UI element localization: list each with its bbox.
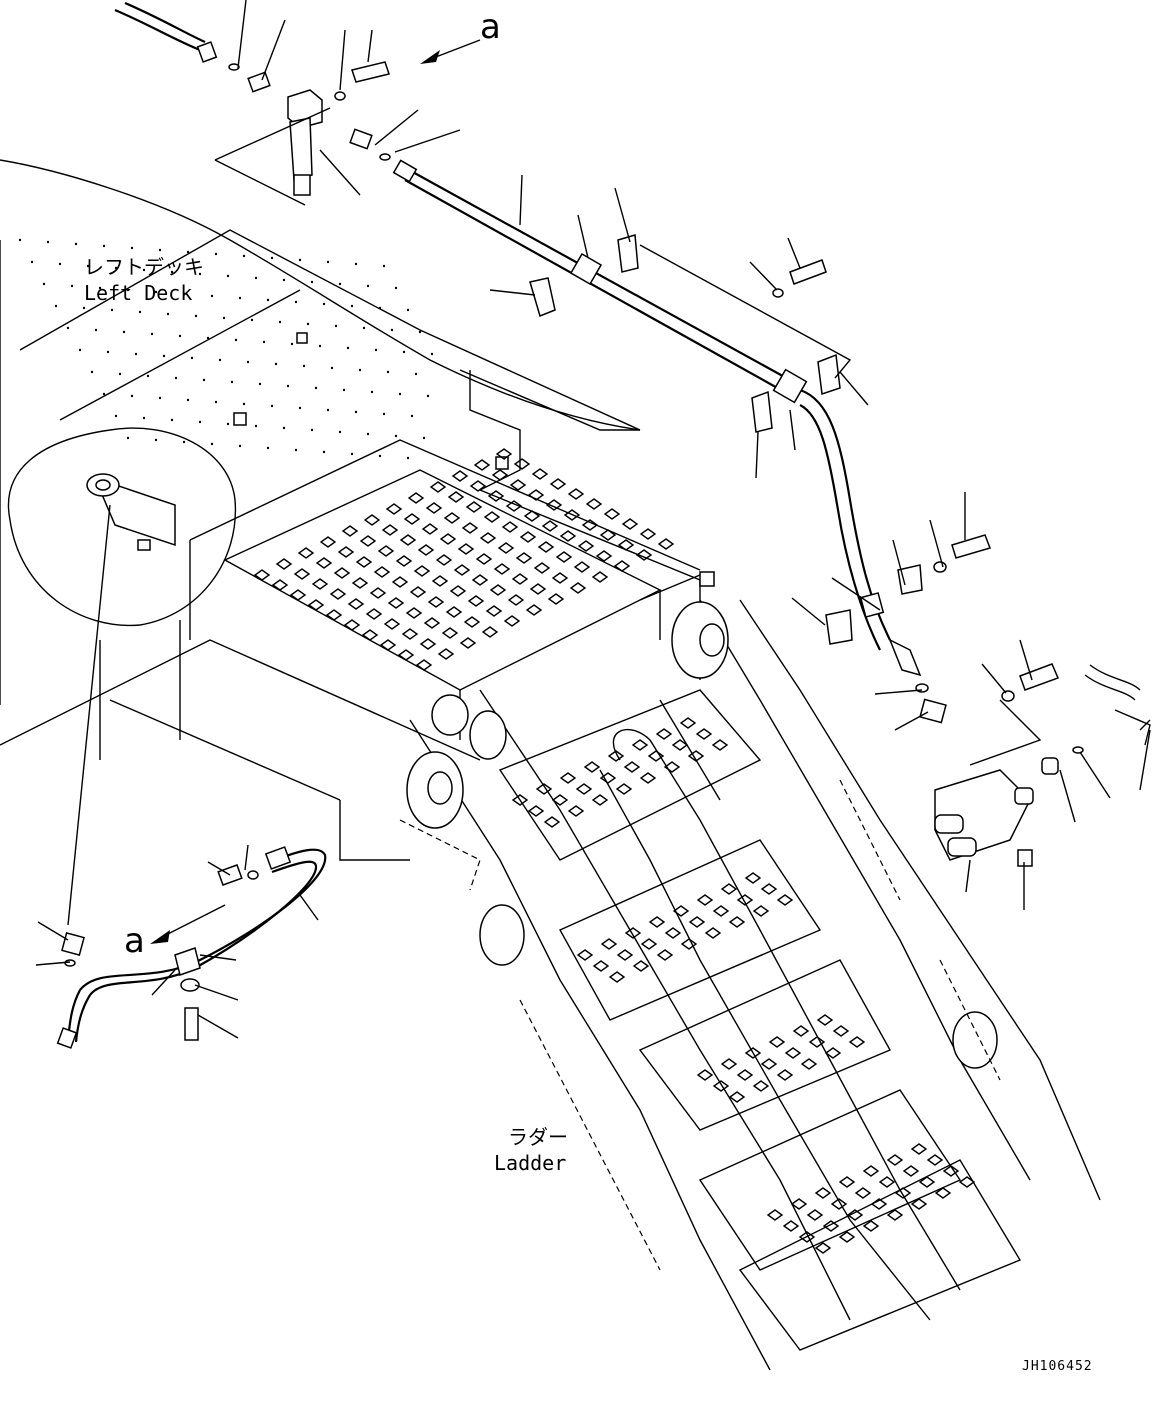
deck-perforation-pattern [18,238,434,460]
grating-pattern-top [253,448,675,671]
document-id: JH106452 [1022,1359,1093,1374]
left-deck-jp-label: レフトデッキ [84,255,204,279]
ladder-en-label: Ladder [494,1151,566,1175]
ladder-jp-label: ラダー [508,1125,568,1149]
leader-lines [35,0,1151,1039]
callout-arrows [150,39,481,944]
step-platform [223,448,675,740]
callout-a-top: a [480,7,501,47]
distribution-block-assembly [915,663,1151,867]
upper-hose-assembly [114,1,391,206]
lower-hose-assembly [56,846,327,1049]
callout-a-bottom: a [124,921,145,961]
detail-view-bubble [7,427,237,926]
left-deck-en-label: Left Deck [84,281,192,305]
left-deck [0,159,715,861]
grating-pattern-ladder [511,717,976,1254]
ladder [399,599,1101,1371]
grease-pipe [392,159,991,677]
